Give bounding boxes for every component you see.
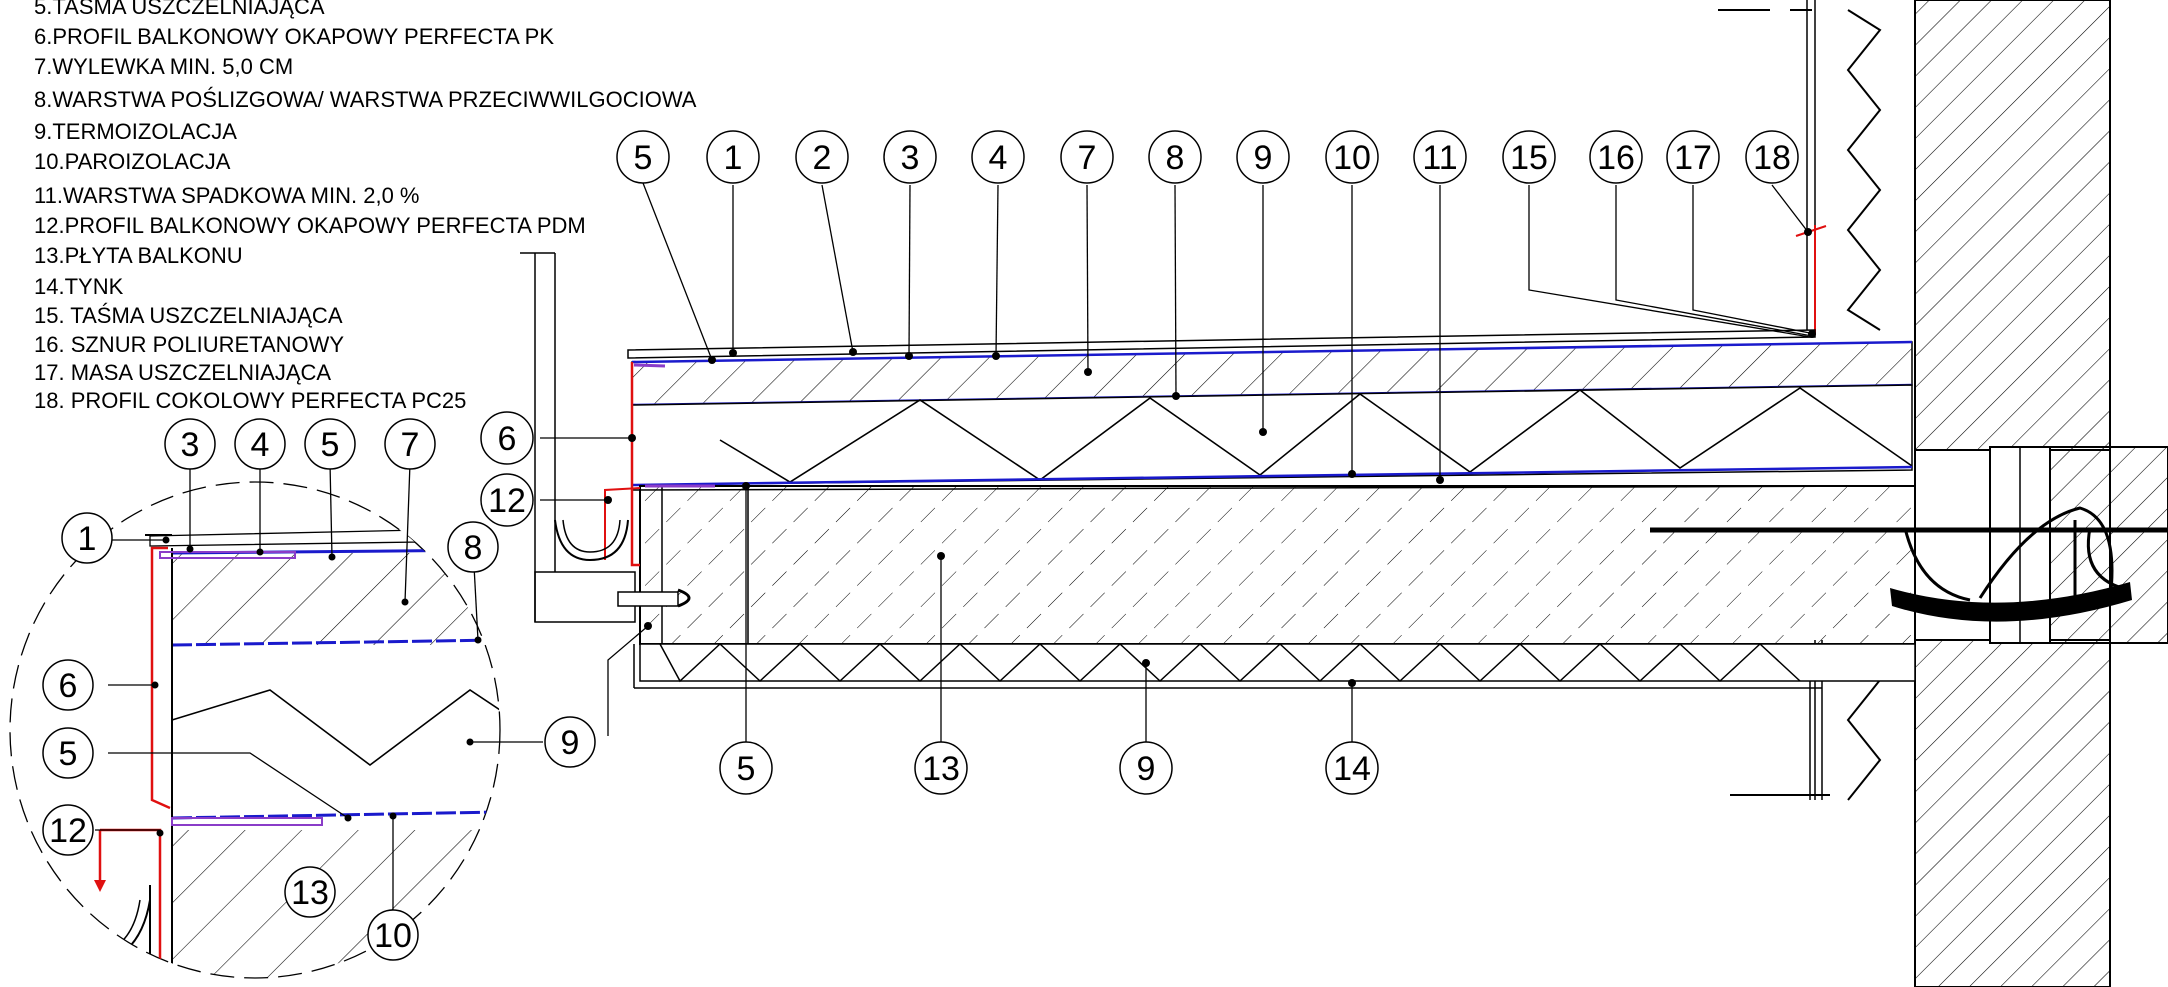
callout-label: 14 (1333, 750, 1371, 788)
gutter (554, 519, 629, 562)
detail-callouts-inner: 13 (284, 866, 336, 918)
main-callouts-top: 5 1 2 3 4 7 8 9 10 11 15 16 17 18 (616, 130, 1799, 184)
callout-label: 6 (59, 667, 78, 705)
callout-circle (795, 130, 849, 184)
callout-label: 1 (78, 520, 97, 558)
callout-label: 7 (401, 426, 420, 464)
callout-circle (164, 418, 216, 470)
callout-circle (42, 659, 94, 711)
callout-label: 9 (1254, 139, 1273, 177)
callout-circle (234, 418, 286, 470)
callout-label: 5 (634, 139, 653, 177)
callout-circle (883, 130, 937, 184)
callout-circle (1148, 130, 1202, 184)
callout-circle (719, 741, 773, 795)
callout-label: 17 (1674, 139, 1712, 177)
callout-circle (1060, 130, 1114, 184)
callout-circle (616, 130, 670, 184)
callout-label: 9 (1137, 750, 1156, 788)
callout-circle (544, 716, 596, 768)
callout-circle (1236, 130, 1290, 184)
callout-label: 8 (464, 529, 483, 567)
callout-circle (971, 130, 1025, 184)
callout-label: 4 (989, 139, 1008, 177)
callout-label: 5 (321, 426, 340, 464)
callout-circle (1413, 130, 1467, 184)
callout-circle (447, 521, 499, 573)
wall-hatch-lower (1914, 639, 2111, 987)
callout-label: 4 (251, 426, 270, 464)
wall-insulation-zigzag (1846, 9, 1882, 331)
callout-label: 12 (488, 482, 526, 520)
callout-label: 11 (1422, 139, 1457, 177)
callout-circle (1502, 130, 1556, 184)
callout-label: 3 (901, 139, 920, 177)
callout-circle (914, 741, 968, 795)
callout-circle (1589, 130, 1643, 184)
callout-label: 10 (374, 917, 412, 955)
callout-circle (1325, 741, 1379, 795)
callout-label: 5 (737, 750, 756, 788)
callout-circle (384, 418, 436, 470)
callout-label: 12 (49, 812, 87, 850)
detail-callouts-right: 8 9 10 (367, 521, 596, 961)
callout-circle (61, 512, 113, 564)
callout-label: 5 (59, 735, 78, 773)
main-callouts-side: 6 12 (480, 411, 534, 527)
callout-circle (304, 418, 356, 470)
callout-label: 2 (813, 139, 832, 177)
callout-circle (1745, 130, 1799, 184)
callout-label: 13 (291, 874, 329, 912)
callout-label: 15 (1510, 139, 1548, 177)
callout-circle (1325, 130, 1379, 184)
callout-circle (480, 411, 534, 465)
thermal-connector (1890, 582, 2132, 622)
callout-label: 13 (922, 750, 960, 788)
callout-label: 18 (1753, 139, 1791, 177)
callout-label: 16 (1597, 139, 1635, 177)
underside-insulation (639, 643, 1916, 682)
callout-circle (1119, 741, 1173, 795)
detail-callouts-left: 1 6 5 12 (42, 512, 113, 856)
callout-circle (42, 804, 94, 856)
main-callouts-bottom: 5 13 9 14 (719, 741, 1379, 795)
callout-circle (284, 866, 336, 918)
detail-callouts-top: 3 4 5 7 (164, 418, 436, 470)
wall-hatch (1914, 0, 2111, 451)
callout-circle (42, 727, 94, 779)
callout-label: 10 (1333, 139, 1371, 177)
callout-label: 3 (181, 426, 200, 464)
callout-label: 8 (1166, 139, 1185, 177)
callout-label: 7 (1078, 139, 1097, 177)
callout-circle (706, 130, 760, 184)
floor-tiles (627, 329, 1816, 359)
callout-circle (1666, 130, 1720, 184)
callout-label: 1 (724, 139, 743, 177)
balcony-slab (639, 485, 1916, 645)
callout-circle (480, 473, 534, 527)
callout-label: 9 (561, 724, 580, 762)
callout-label: 6 (498, 420, 517, 458)
callout-circle (367, 909, 419, 961)
detail-view: 3 4 5 7 1 6 5 12 8 9 10 13 (9, 418, 596, 979)
